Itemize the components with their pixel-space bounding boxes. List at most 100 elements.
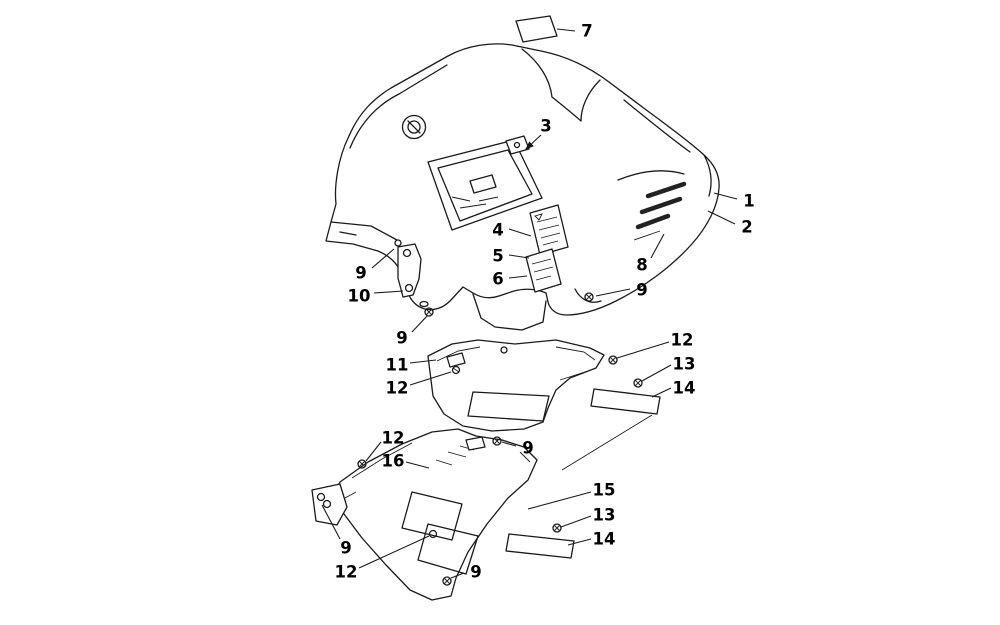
callout-leader-line xyxy=(651,387,672,398)
screw-footwell-mid xyxy=(451,365,461,375)
bracket-hole-top xyxy=(402,248,412,258)
callout-leader-line xyxy=(567,538,592,546)
warning-label-a-lines xyxy=(536,216,561,246)
callout-label-9: 9 xyxy=(470,563,481,582)
callout-leader-line xyxy=(525,134,542,150)
callout-leader-line xyxy=(371,248,395,269)
footwell-panel-lower xyxy=(332,428,538,601)
callout-leader-line xyxy=(508,254,530,259)
fender-inner-edge-line xyxy=(703,154,712,197)
callout-label-16: 16 xyxy=(382,452,405,471)
side-panel-seam-line xyxy=(623,99,691,153)
callout-label-1: 1 xyxy=(743,192,754,211)
screw-step-upper xyxy=(608,355,618,365)
screw-lower-top-slot xyxy=(493,437,501,445)
screw-step-lower xyxy=(633,378,643,388)
callout-label-3: 3 xyxy=(540,117,551,136)
washer xyxy=(419,300,429,308)
callout-label-14: 14 xyxy=(593,530,616,549)
step-plate-right xyxy=(590,388,661,415)
callout-label-15: 15 xyxy=(593,481,616,500)
warning-label-b xyxy=(525,248,562,293)
screw-tread xyxy=(428,529,438,539)
footwell-mid-tread xyxy=(467,391,550,422)
side-panel-edge-line xyxy=(617,170,685,181)
tray-detail-rect xyxy=(469,174,497,194)
screw-lower-plate xyxy=(552,523,562,533)
callout-label-12: 12 xyxy=(671,331,694,350)
callout-leader-line xyxy=(556,28,576,32)
footwell-lower-tread-1 xyxy=(401,491,463,541)
callout-label-4: 4 xyxy=(492,221,503,240)
latch-part3-pin xyxy=(513,141,521,149)
callout-leader-line xyxy=(616,341,670,359)
side-bracket-hole-1 xyxy=(316,492,326,502)
callout-label-6: 6 xyxy=(492,270,503,289)
callout-leader-line xyxy=(595,288,631,297)
callout-leader-line xyxy=(641,364,672,382)
screw-step-upper-slot xyxy=(609,356,617,364)
alignment-guide-line xyxy=(561,414,653,471)
side-bracket-lower xyxy=(311,483,348,526)
screw-under-bracket-slot xyxy=(425,308,433,316)
warning-label-a xyxy=(529,204,569,256)
mounting-bracket-part10 xyxy=(397,243,422,298)
callout-leader-line xyxy=(373,290,404,294)
screw-rear-slot xyxy=(585,293,593,301)
callout-leader-line xyxy=(501,441,517,447)
footwell-mid-clip xyxy=(446,352,466,368)
callout-label-12: 12 xyxy=(382,429,405,448)
seat-contour-lines xyxy=(521,48,601,122)
callout-label-8: 8 xyxy=(636,256,647,275)
callout-leader-line xyxy=(527,491,592,510)
callout-label-12: 12 xyxy=(335,563,358,582)
callout-label-7: 7 xyxy=(581,22,592,41)
callout-leader-line xyxy=(508,275,528,279)
callout-label-10: 10 xyxy=(348,287,371,306)
warning-label-a-triangle xyxy=(534,213,543,221)
callout-label-9: 9 xyxy=(396,329,407,348)
side-graphic-strokes xyxy=(635,181,687,230)
rear-bracket-line xyxy=(574,288,602,303)
fuel-cap-inner xyxy=(407,120,421,134)
storage-tray-outer xyxy=(427,139,543,231)
callout-label-11: 11 xyxy=(386,356,409,375)
callout-leader-line xyxy=(560,515,592,528)
screw-lower-top xyxy=(492,436,502,446)
callout-label-9: 9 xyxy=(340,539,351,558)
callout-leader-line xyxy=(713,192,738,200)
callout-leader-line xyxy=(358,535,430,569)
side-graphic-accent xyxy=(633,230,661,241)
body-front-ridge-line xyxy=(349,64,448,149)
flap-pivot-hole xyxy=(394,239,402,247)
tray-detail-lines xyxy=(451,196,499,209)
screw-lower-left-slot xyxy=(358,460,366,468)
bracket-hole-bottom xyxy=(404,283,414,293)
fuel-cap-slot xyxy=(407,120,421,134)
callout-label-2: 2 xyxy=(741,218,752,237)
screw-lower-left xyxy=(357,459,367,469)
step-plate-lower xyxy=(505,533,575,559)
callout-leader-line xyxy=(409,371,452,386)
callout-leader-line xyxy=(405,461,430,469)
callout-label-9: 9 xyxy=(636,281,647,300)
footwell-lower-tread-2 xyxy=(417,523,479,575)
side-bracket-hole-2 xyxy=(322,499,332,509)
callout-leader-line xyxy=(411,315,428,333)
body-lower-tab-lines xyxy=(472,293,547,331)
footwell-panel-mid xyxy=(427,339,605,432)
callout-label-5: 5 xyxy=(492,247,503,266)
callout-label-13: 13 xyxy=(673,355,696,374)
callout-leader-line xyxy=(707,210,736,225)
storage-tray-inner xyxy=(437,149,533,222)
screw-step-lower-slot xyxy=(634,379,642,387)
warning-label-b-lines xyxy=(531,258,554,281)
fuel-cap-outer xyxy=(401,114,427,140)
callout-leader-line xyxy=(450,572,465,579)
left-flap-lines xyxy=(330,221,398,241)
screw-bottom xyxy=(442,576,452,586)
callout-label-12: 12 xyxy=(386,379,409,398)
